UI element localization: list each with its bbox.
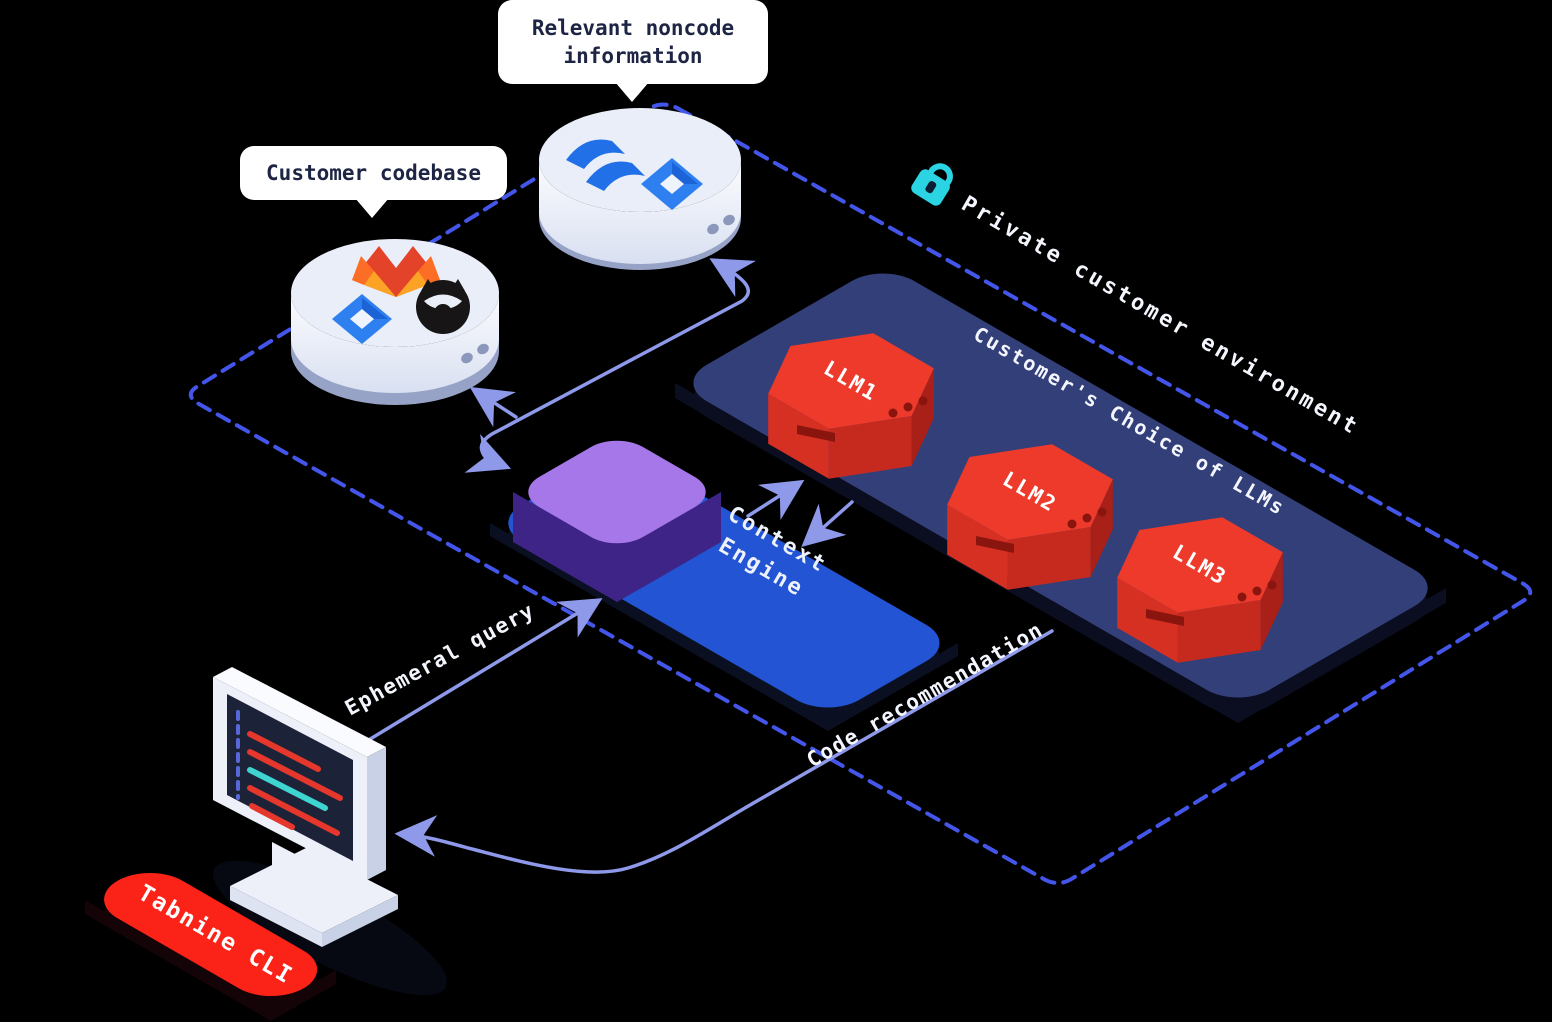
private-environment-boundary [188,102,1533,885]
bubble-noncode-line2: information [563,44,703,68]
disk-codebase [291,239,499,405]
disk-dots [707,214,735,235]
llm-hex-3: LLM3 [1117,517,1283,663]
arrow-panel-to-engine [801,500,854,548]
arrows-disks-engine [464,258,756,473]
context-cube [513,440,721,602]
flow-arrows [360,598,1054,874]
monitor [213,667,447,996]
bubble-noncode-line1: Relevant noncode [531,15,735,40]
disk-noncode-info [539,108,741,270]
arrow-ephemeral-query [360,598,603,746]
arrow-disk1-engine [464,258,756,473]
bubble-noncode: Relevant noncode information [498,0,768,102]
bitbucket-icon [332,294,392,344]
arrow-code-recommendation [394,629,1054,874]
bubble-codebase: Customer codebase [240,146,507,218]
arrows-engine-panel [746,479,854,548]
github-icon [416,279,470,334]
bubble-pointer [615,82,649,102]
confluence-icon [566,139,645,191]
context-engine: Context Engine [490,440,958,731]
gitlab-icon [352,246,440,297]
arrow-engine-to-panel [746,479,805,520]
lock-icon [911,163,953,206]
code-lines [236,710,343,836]
arrow-disk2-branch [469,386,518,428]
llm-hex-1: LLM1 [768,333,934,479]
bubble-codebase-text: Customer codebase [266,160,481,185]
llm-hex-2: LLM2 [947,444,1113,590]
ephemeral-query-label: Ephemeral query [341,598,539,720]
bubble-pointer [355,198,389,218]
jira-icon [641,158,703,210]
monitor-stand [230,842,398,947]
